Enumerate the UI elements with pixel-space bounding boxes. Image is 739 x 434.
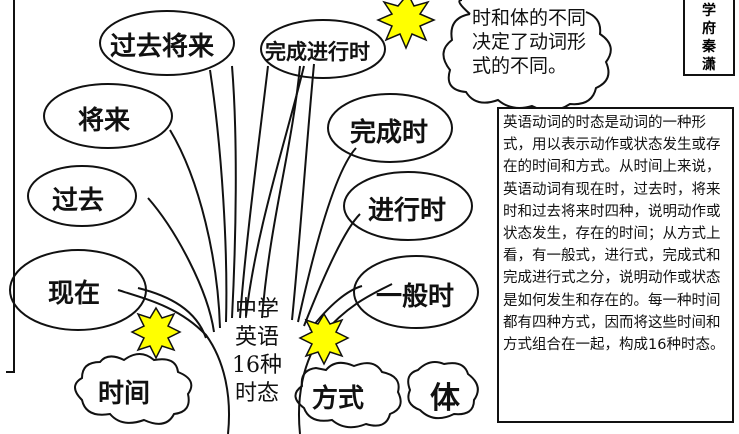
branch-past-future bbox=[209, 69, 228, 323]
cloud-note-shape bbox=[442, 0, 612, 112]
label-continuous: 进行时 bbox=[368, 196, 447, 226]
label-aspect: 方式 bbox=[312, 384, 365, 414]
trunk-title: 中学 英语 16种 时态 bbox=[222, 296, 292, 408]
label-present: 现在 bbox=[48, 279, 101, 309]
branch-present bbox=[137, 287, 207, 339]
star-right bbox=[298, 312, 350, 366]
bubble-past-future-shape bbox=[99, 10, 235, 76]
left-border-line bbox=[6, 0, 15, 373]
trunk-line: 16种 bbox=[232, 353, 282, 378]
branch-future bbox=[169, 129, 221, 329]
cloud-aspect-shape bbox=[294, 361, 402, 429]
bubble-continuous-shape bbox=[343, 171, 473, 241]
credit-char: 学 bbox=[702, 3, 716, 19]
cloud-note: 时和体的不同 决定了动词形 式的不同。 bbox=[472, 6, 586, 78]
cloud-form-shape bbox=[407, 361, 479, 420]
branch-perfect bbox=[297, 147, 357, 323]
label-past-future: 过去将来 bbox=[110, 32, 215, 62]
trunk-line: 中学 bbox=[234, 297, 279, 322]
branch-past bbox=[147, 197, 215, 333]
credit-char: 秦 bbox=[702, 39, 716, 55]
cloud-note-line: 决定了动词形 bbox=[472, 31, 587, 53]
cloud-note-line: 式的不同。 bbox=[472, 55, 568, 77]
credit-box: 学 府 秦 潇 bbox=[683, 0, 735, 76]
label-perfect: 完成时 bbox=[350, 118, 429, 148]
bubble-future-shape bbox=[43, 83, 173, 149]
label-past: 过去 bbox=[52, 186, 105, 216]
star-left bbox=[130, 306, 182, 360]
label-time: 时间 bbox=[98, 379, 151, 409]
label-perfect-continuous: 完成进行时 bbox=[265, 39, 370, 64]
star-top bbox=[376, 0, 436, 50]
cloud-note-line: 时和体的不同 bbox=[472, 7, 587, 29]
trunk-left-edge bbox=[117, 289, 231, 434]
bubble-present-shape bbox=[9, 249, 147, 331]
label-future: 将来 bbox=[78, 106, 131, 136]
bubble-past-shape bbox=[27, 165, 137, 227]
label-form: 体 bbox=[430, 381, 460, 416]
bubble-perfect-continuous-shape bbox=[260, 19, 386, 79]
credit-char: 府 bbox=[702, 21, 716, 37]
credit-char: 潇 bbox=[702, 57, 716, 73]
trunk-line: 时态 bbox=[234, 381, 279, 406]
bubble-simple-shape bbox=[353, 255, 479, 329]
branch-continuous bbox=[303, 213, 361, 327]
trunk-line: 英语 bbox=[234, 325, 279, 350]
bubble-perfect-shape bbox=[327, 93, 453, 163]
branch-perfect-continuous bbox=[291, 63, 315, 321]
description-box: 英语动词的时态是动词的一种形式，用以表示动作或状态发生或存在的时间和方式。从时间… bbox=[497, 107, 734, 423]
cloud-time-shape bbox=[74, 353, 193, 425]
label-simple: 一般时 bbox=[376, 282, 455, 312]
